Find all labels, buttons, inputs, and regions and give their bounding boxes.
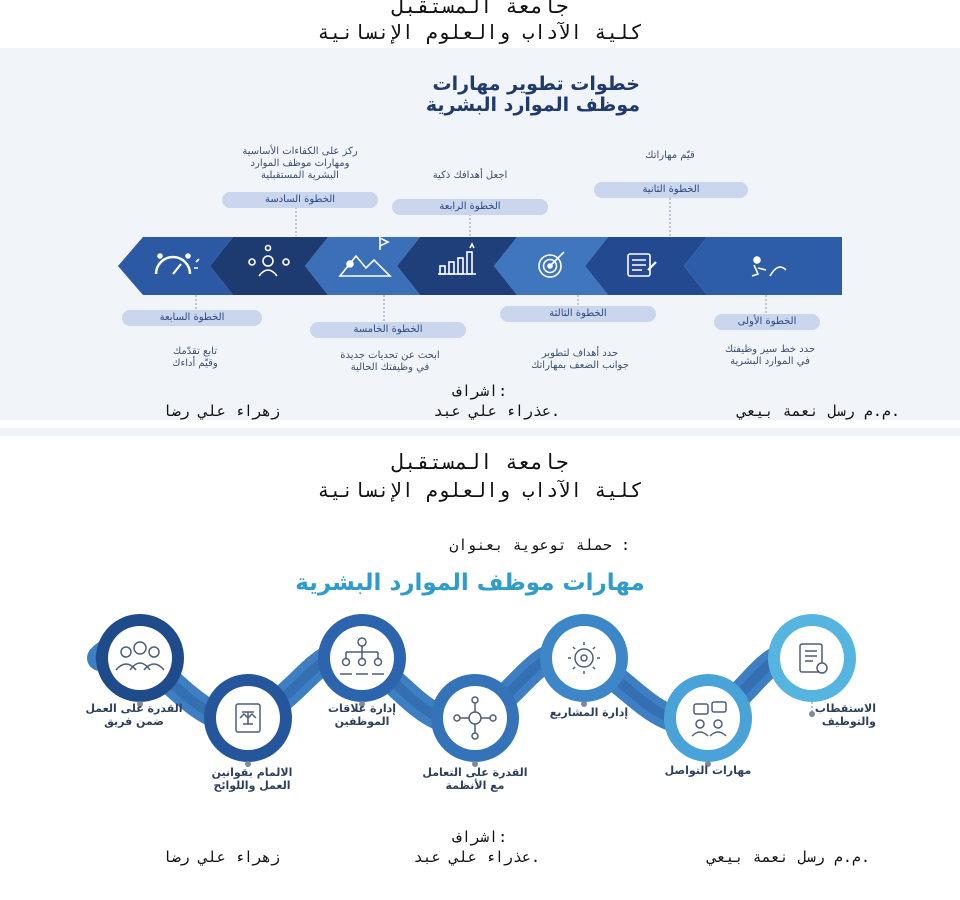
chevron-segments xyxy=(118,237,842,295)
target-icon xyxy=(538,251,565,278)
student-name-2a: عذراء علي عبد. xyxy=(413,848,540,866)
campaign-heading: حملة توعوية بعنوان : xyxy=(449,536,630,554)
university-name-2: جامعة المستقبل xyxy=(391,450,569,474)
university-name: جامعة المستقبل xyxy=(391,0,569,18)
skill-circle-recruitment xyxy=(768,614,856,702)
skills-person-icon xyxy=(248,244,290,277)
chat-people-icon xyxy=(691,701,727,737)
skill-circle-communication xyxy=(664,674,752,762)
student-name-2b: زهراء علي رضا xyxy=(162,848,280,866)
student-name-1b: زهراء علي رضا xyxy=(162,402,280,420)
supervisor-name-2: م.م رسل نعمة بيعي. xyxy=(707,848,870,866)
growth-bars-icon xyxy=(438,242,476,275)
step-5-label: الخطوة الخامسة xyxy=(310,322,466,338)
panel-steps: جامعة المستقبل كلية الآداب والعلوم الإنس… xyxy=(0,0,960,428)
org-chart-icon xyxy=(340,637,384,675)
resume-icon xyxy=(799,643,828,674)
performance-gauge-icon xyxy=(154,253,200,275)
panel-skills: جامعة المستقبل كلية الآداب والعلوم الإنس… xyxy=(0,436,960,900)
step-7-label: الخطوة السابعة xyxy=(122,310,262,326)
infographic-title-line2: موظف الموارد البشرية xyxy=(425,94,640,116)
college-name-2: كلية الآداب والعلوم الإنسانية xyxy=(317,478,643,502)
skill-circle-teamwork xyxy=(96,614,184,702)
supervision-label-1: اشراف: xyxy=(452,382,508,400)
skills-title: مهارات موظف الموارد البشرية xyxy=(295,570,645,596)
step-3-label: الخطوة الثالثة xyxy=(500,306,656,322)
skill-label-communication: مهارات التواصل xyxy=(664,764,752,777)
skill-circle-systems xyxy=(431,674,519,762)
team-group-icon xyxy=(115,641,165,671)
supervision-label-2: اشراف: xyxy=(452,828,508,846)
project-gear-icon xyxy=(568,642,600,674)
step-2-label: الخطوة الثانية xyxy=(594,182,748,198)
skills-chain xyxy=(87,614,856,767)
step-6-label: الخطوة السادسة xyxy=(222,192,378,208)
step-4-description: اجعل أهدافك ذكية xyxy=(432,170,508,181)
infographic-title-line1: خطوات تطوير مهارات xyxy=(432,73,640,95)
checklist-icon xyxy=(627,253,657,277)
step-4-label: الخطوة الرابعة xyxy=(392,199,548,215)
college-name: كلية الآداب والعلوم الإنسانية xyxy=(317,20,643,44)
step-1-label: الخطوة الأولى xyxy=(714,314,820,330)
panel-divider xyxy=(0,428,960,436)
mountain-flag-icon xyxy=(338,236,392,277)
chevron-ribbon xyxy=(118,198,842,322)
network-system-icon xyxy=(453,696,497,740)
supervisor-name-1: م.م رسل نعمة بيعي. xyxy=(737,402,900,420)
law-document-icon xyxy=(235,703,261,733)
path-walker-icon xyxy=(751,256,787,277)
skill-label-projects: إدارة المشاريع xyxy=(549,706,629,719)
student-name-1a: عذراء علي عبد. xyxy=(433,402,560,420)
infographic-background xyxy=(0,48,960,420)
skill-circle-projects xyxy=(540,614,628,702)
step-2-description: قيّم مهاراتك xyxy=(645,150,695,161)
